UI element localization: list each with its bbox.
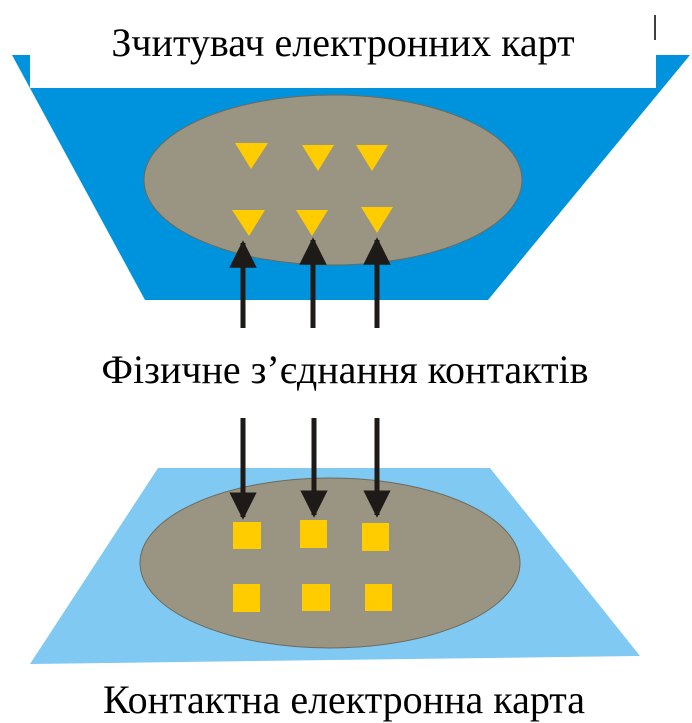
connection-arrows-up — [229, 237, 391, 328]
reader-title-box — [30, 0, 656, 88]
connection-label: Фізичне з’єднання контактів — [101, 347, 588, 392]
reader-contact — [356, 145, 388, 171]
card-contact — [362, 523, 389, 551]
card-contact — [233, 522, 261, 549]
reader-contact — [235, 143, 268, 169]
connection-arrows-down — [229, 418, 391, 520]
reader-contact — [232, 210, 265, 236]
card-title-box — [30, 664, 670, 723]
reader-contact — [361, 207, 393, 233]
card-contact — [300, 520, 327, 548]
reader-contacts — [232, 143, 393, 236]
card-contact — [233, 584, 260, 612]
card-title: Контактна електронна карта — [103, 677, 585, 722]
card-contact — [302, 584, 330, 611]
card-contact-area — [139, 477, 521, 649]
reader-contact-area — [143, 94, 523, 266]
card-contacts — [233, 520, 392, 612]
card — [30, 468, 640, 664]
reader-contact — [296, 210, 328, 236]
card-contact — [365, 584, 392, 611]
reader-title: Зчитувач електронних карт — [111, 20, 574, 65]
reader: Зчитувач електронних карт — [12, 0, 690, 300]
reader-contact — [302, 145, 334, 171]
